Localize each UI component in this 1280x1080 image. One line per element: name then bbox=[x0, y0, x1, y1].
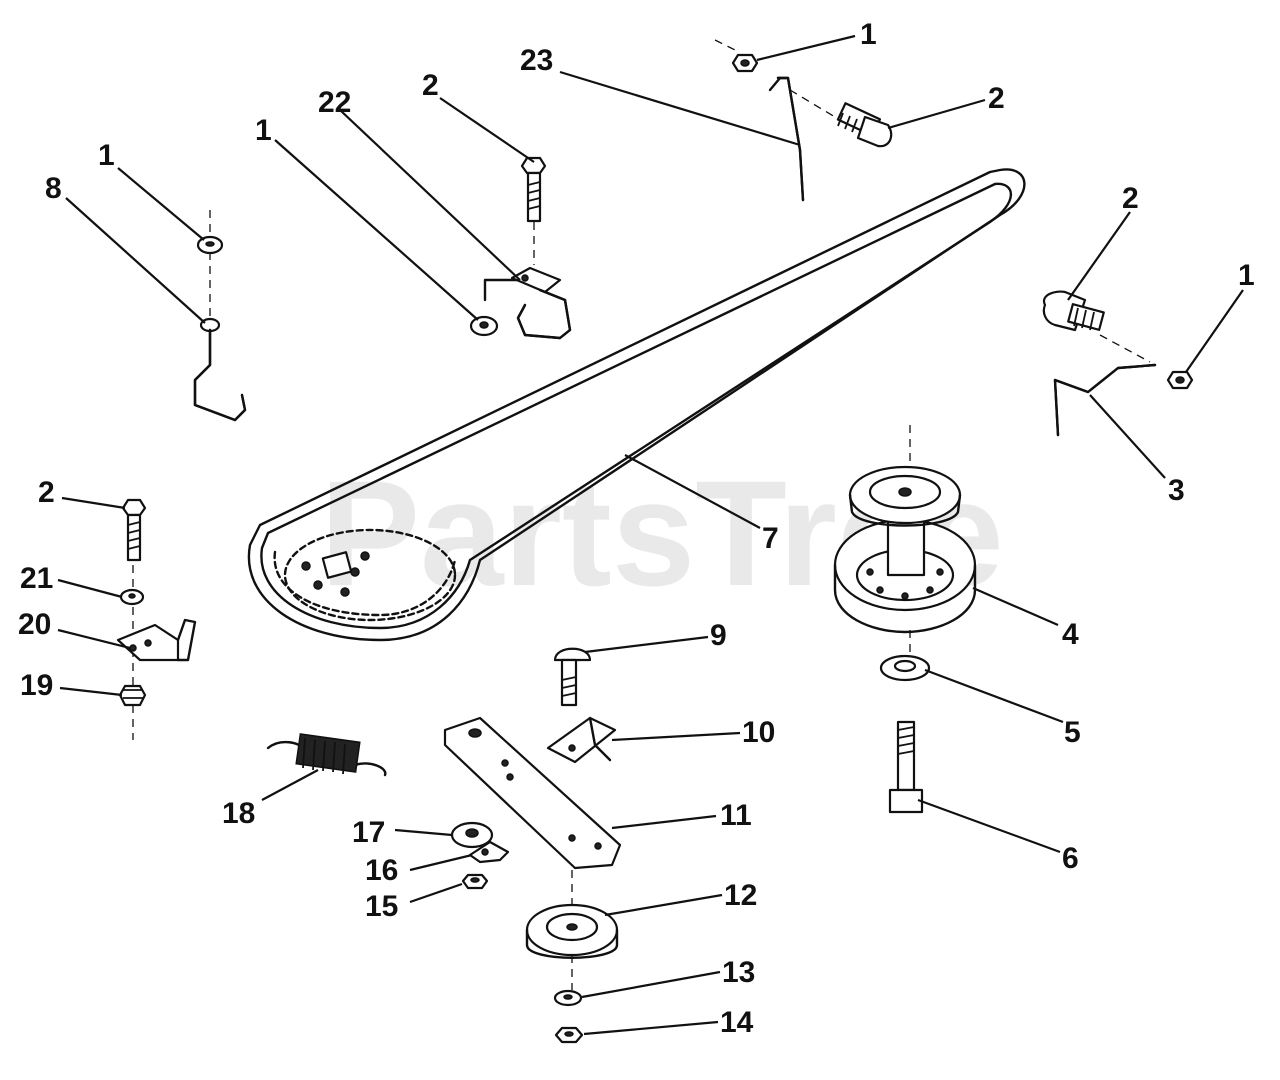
callout-21: 21 bbox=[20, 562, 53, 595]
rod-23 bbox=[768, 76, 841, 202]
washer-21 bbox=[119, 588, 145, 606]
callout-19: 19 bbox=[20, 669, 53, 702]
callout-2-right: 2 bbox=[1122, 182, 1139, 215]
washer-13 bbox=[553, 989, 583, 1007]
nut-14 bbox=[554, 1026, 584, 1044]
nut-1-top bbox=[714, 39, 759, 73]
callout-18: 18 bbox=[222, 797, 255, 830]
washer-5 bbox=[879, 654, 931, 682]
hook-bracket-22 bbox=[483, 266, 572, 340]
nut-1-mid bbox=[469, 315, 499, 337]
callout-12: 12 bbox=[724, 879, 757, 912]
nut-19 bbox=[118, 684, 147, 707]
callout-labels: 1 23 2 2 22 1 1 8 2 1 3 7 2 21 20 19 4 5… bbox=[18, 18, 1255, 1039]
callout-6: 6 bbox=[1062, 842, 1079, 875]
callout-15: 15 bbox=[365, 890, 398, 923]
carriage-bolt-9 bbox=[553, 647, 592, 707]
nut-1-right bbox=[1166, 370, 1194, 390]
callout-5: 5 bbox=[1064, 716, 1081, 749]
callout-23: 23 bbox=[520, 44, 553, 77]
callout-1-top: 1 bbox=[860, 18, 877, 51]
callout-2-top: 2 bbox=[422, 69, 439, 102]
bracket-20 bbox=[116, 618, 197, 662]
bolt-2-top bbox=[520, 156, 547, 265]
callout-1-mid: 1 bbox=[255, 114, 272, 147]
callout-2-left: 2 bbox=[38, 476, 55, 509]
callout-17: 17 bbox=[352, 816, 385, 849]
callout-2-top-right: 2 bbox=[988, 82, 1005, 115]
bolt-6 bbox=[888, 720, 924, 814]
callout-8: 8 bbox=[45, 172, 62, 205]
callout-1-left: 1 bbox=[98, 139, 115, 172]
nut-15 bbox=[461, 873, 489, 890]
washer-17 bbox=[450, 821, 494, 849]
callout-11: 11 bbox=[720, 799, 752, 832]
callout-16: 16 bbox=[365, 854, 398, 887]
callout-14: 14 bbox=[720, 1006, 754, 1039]
shoulder-bolt-2-top bbox=[836, 102, 893, 148]
callout-1-right: 1 bbox=[1238, 259, 1255, 292]
engine-pulley bbox=[833, 425, 977, 660]
shoulder-bolt-2-right bbox=[1042, 290, 1151, 363]
drive-belt bbox=[247, 168, 1026, 642]
callout-3: 3 bbox=[1168, 474, 1185, 507]
callout-20: 20 bbox=[18, 608, 51, 641]
bolt-2-left bbox=[121, 498, 147, 562]
idler-pulley-12 bbox=[525, 870, 619, 990]
callout-9: 9 bbox=[710, 619, 727, 652]
leader-lines bbox=[57, 34, 1244, 1036]
callout-10: 10 bbox=[742, 716, 775, 749]
rod-3 bbox=[1053, 363, 1157, 437]
callout-7: 7 bbox=[762, 522, 779, 555]
idler-arm-11 bbox=[443, 716, 622, 870]
bracket-10 bbox=[546, 716, 617, 764]
callout-22: 22 bbox=[318, 86, 351, 119]
hook-rod-8 bbox=[193, 210, 247, 422]
callout-4: 4 bbox=[1062, 618, 1079, 651]
callout-13: 13 bbox=[722, 956, 755, 989]
spring-18 bbox=[266, 733, 387, 777]
